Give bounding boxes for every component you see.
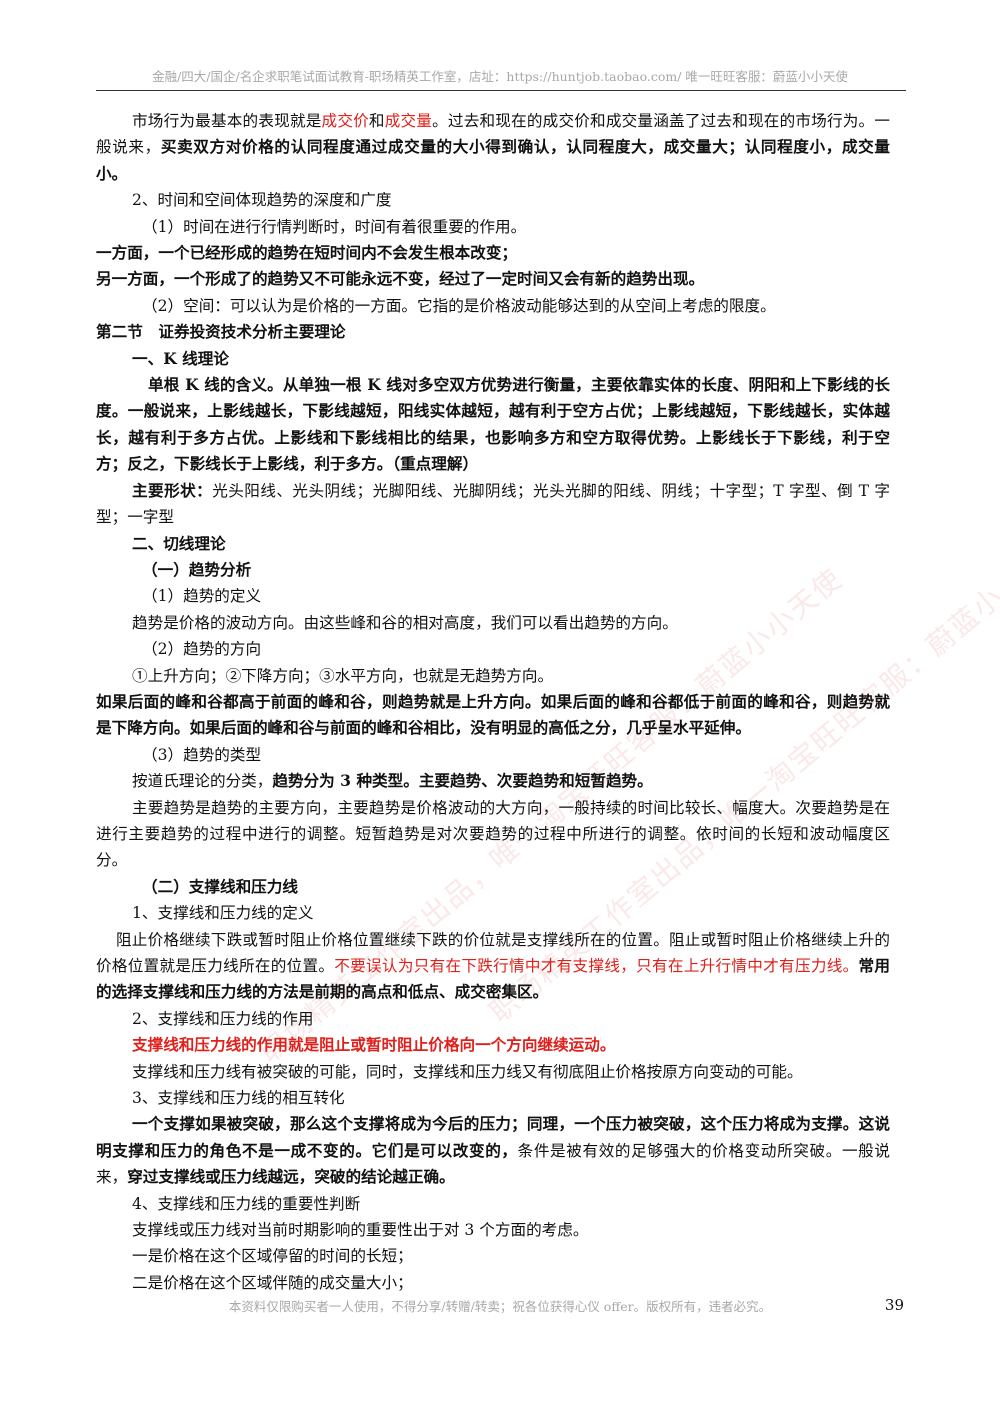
section-heading: 2、支撑线和压力线的作用 (132, 1009, 314, 1028)
document-body: 市场行为最基本的表现就是成交价和成交量。过去和现在的成交价和成交量涵盖了过去和现… (96, 108, 890, 1296)
paragraph: 支撑线和压力线有被突破的可能，同时，支撑线和压力线又有彻底阻止价格按原方向变动的… (132, 1062, 803, 1081)
paragraph: 单根 K 线的含义。从单独一根 K 线对多空双方优势进行衡量，主要依靠实体的长度… (96, 375, 890, 474)
subsection-heading: （1）时间在进行行情判断时，时间有着很重要的作用。 (142, 217, 527, 236)
paragraph: 阻止价格继续下跌或暂时阻止价格位置继续下跌的价位就是支撑线所在的位置。阻止或暂时… (96, 930, 890, 1002)
paragraph: 一是价格在这个区域停留的时间的长短； (132, 1247, 413, 1266)
chapter-heading: 第二节 证券投资技术分析主要理论 (96, 322, 346, 342)
section-heading: 1、支撑线和压力线的定义 (132, 904, 314, 923)
paragraph: 另一方面，一个形成了的趋势又不可能永远不变，经过了一定时间又会有新的趋势出现。 (96, 269, 705, 289)
paragraph: （2）空间：可以认为是价格的一方面。它指的是价格波动能够达到的从空间上考虑的限度… (142, 296, 776, 315)
section-heading: 一、K 线理论 (132, 348, 229, 368)
paragraph: 支撑线或压力线对当前时期影响的重要性出于对 3 个方面的考虑。 (132, 1221, 589, 1240)
subsection-heading: （3）趋势的类型 (142, 745, 262, 764)
paragraph: 趋势是价格的波动方向。由这些峰和谷的相对高度，我们可以看出趋势的方向。 (132, 613, 678, 632)
paragraph: 主要趋势是趋势的主要方向，主要趋势是价格波动的大方向，一般持续的时间比较长、幅度… (96, 798, 890, 870)
section-heading: 3、支撑线和压力线的相互转化 (132, 1089, 345, 1108)
paragraph: 市场行为最基本的表现就是成交价和成交量。过去和现在的成交价和成交量涵盖了过去和现… (96, 112, 890, 183)
subsection-heading: （二）支撑线和压力线 (142, 876, 298, 896)
page-number: 39 (884, 1296, 904, 1314)
paragraph: 二是价格在这个区域伴随的成交量大小； (132, 1273, 413, 1292)
paragraph: 一个支撑如果被突破，那么这个支撑将成为今后的压力；同理，一个压力被突破，这个压力… (96, 1114, 890, 1187)
page-footer: 本资料仅限购买者一人使用，不得分享/转赠/转卖；祝各位获得心仪 offer。版权… (228, 1299, 772, 1314)
subsection-heading: （2）趋势的方向 (142, 640, 262, 659)
section-heading: 2、时间和空间体现趋势的深度和广度 (132, 191, 392, 210)
subsection-heading: （一）趋势分析 (142, 559, 252, 579)
paragraph: 主要形状：光头阳线、光头阴线；光脚阳线、光脚阴线；光头光脚的阳线、阴线；十字型；… (96, 480, 890, 527)
paragraph: ①上升方向；②下降方向；③水平方向，也就是无趋势方向。 (132, 666, 554, 685)
page-header: 金融/四大/国企/名企求职笔试面试教育-职场精英工作室，店址：https://h… (152, 69, 848, 84)
paragraph: 如果后面的峰和谷都高于前面的峰和谷，则趋势就是上升方向。如果后面的峰和谷都低于前… (96, 691, 890, 738)
paragraph: 一方面，一个已经形成的趋势在短时间内不会发生根本改变； (96, 243, 518, 263)
paragraph: 支撑线和压力线的作用就是阻止或暂时阻止价格向一个方向继续运动。 (132, 1035, 616, 1055)
header-divider (96, 90, 906, 91)
subsection-heading: （1）趋势的定义 (142, 587, 262, 606)
section-heading: 二、切线理论 (132, 533, 226, 553)
section-heading: 4、支撑线和压力线的重要性判断 (132, 1194, 361, 1213)
paragraph: 按道氏理论的分类，趋势分为 3 种类型。主要趋势、次要趋势和短暂趋势。 (132, 771, 653, 791)
